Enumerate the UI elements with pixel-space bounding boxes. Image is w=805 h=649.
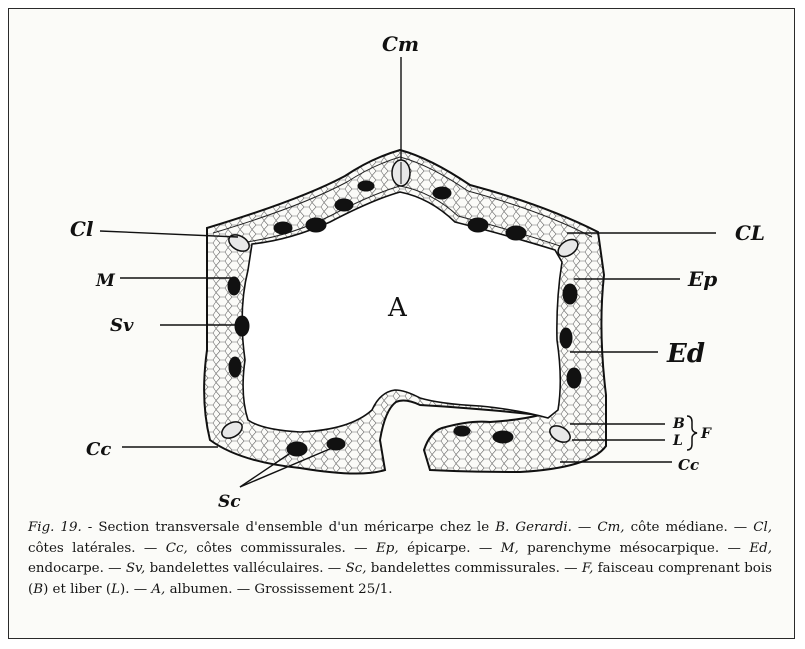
caption-term: Cc, (166, 541, 188, 556)
caption-text: ) et liber ( (43, 582, 111, 597)
label-sv: Sv (110, 315, 134, 336)
label-ep: Ep (687, 267, 717, 291)
caption-text: — (572, 520, 597, 535)
label-b: B (672, 416, 685, 432)
label-cc-right: Cc (678, 456, 699, 474)
caption-text: côte médiane. — (625, 520, 754, 535)
caption-fig: Fig. 19. (28, 520, 82, 535)
caption-term: B (33, 582, 43, 597)
brace-f (687, 416, 697, 450)
figure-caption: Fig. 19. - Section transversale d'ensemb… (28, 518, 772, 600)
label-ed: Ed (666, 339, 705, 369)
caption-species: B. Gerardi. (495, 520, 572, 535)
caption-text: épicarpe. — (399, 541, 501, 556)
caption-term: L (111, 582, 120, 597)
caption-term: Sv, (126, 561, 145, 576)
label-a: A (387, 293, 408, 323)
caption-text: - Section transversale d'ensemble d'un m… (82, 520, 496, 535)
caption-term: Cl, (753, 520, 772, 535)
caption-text: côtes commissurales. — (188, 541, 376, 556)
caption-term: Cm, (597, 520, 624, 535)
caption-text: ). — (120, 582, 151, 597)
caption-term: A, (151, 582, 165, 597)
caption-text: bandelettes commissurales. — (366, 561, 581, 576)
caption-text: albumen. — Grossissement 25/1. (165, 582, 392, 597)
caption-text: endocarpe. — (28, 561, 126, 576)
caption-term: Ed, (749, 541, 772, 556)
label-l: L (672, 433, 683, 449)
caption-text: côtes latérales. — (28, 541, 166, 556)
label-cc-left: Cc (86, 439, 111, 460)
caption-term: Ep, (376, 541, 399, 556)
label-cl-left: Cl (70, 217, 94, 241)
label-sc: Sc (218, 492, 241, 512)
label-m: M (95, 271, 116, 291)
caption-term: Sc, (346, 561, 367, 576)
caption-term: F, (582, 561, 593, 576)
label-cl-right: CL (735, 221, 765, 245)
label-cm: Cm (382, 32, 419, 56)
caption-term: M, (501, 541, 519, 556)
caption-text: parenchyme mésocarpique. — (519, 541, 750, 556)
caption-text: bandelettes valléculaires. — (145, 561, 345, 576)
label-f: F (700, 426, 712, 442)
